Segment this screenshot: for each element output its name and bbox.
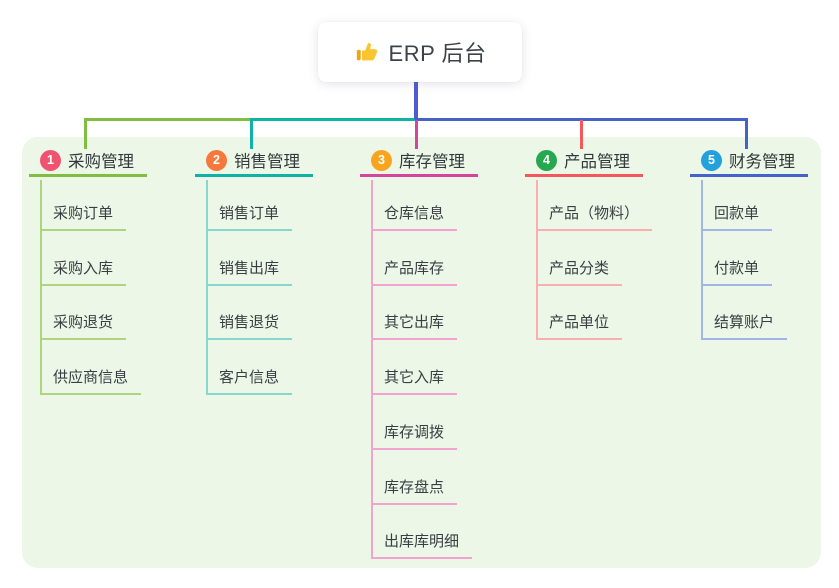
leaf-node-产品（物料）[interactable]: 产品（物料）	[536, 200, 653, 231]
leaf-node-销售退货[interactable]: 销售退货	[206, 309, 293, 341]
branch-subtree-line-4	[536, 180, 538, 341]
branch-node-销售管理[interactable]: 2 销售管理	[195, 146, 313, 177]
branch-number-badge: 4	[536, 149, 557, 171]
branch-node-库存管理[interactable]: 3 库存管理	[360, 146, 478, 177]
thumbs-up-icon	[354, 39, 380, 65]
leaf-node-产品库存[interactable]: 产品库存	[371, 255, 458, 286]
leaf-node-仓库信息[interactable]: 仓库信息	[371, 200, 458, 231]
branch-number-badge: 5	[701, 149, 722, 171]
branch-label-text: 采购管理	[68, 153, 134, 171]
leaf-node-采购订单[interactable]: 采购订单	[40, 200, 127, 231]
root-node-label: ERP 后台	[388, 41, 487, 66]
connector-bus-segment-teal	[250, 118, 415, 121]
connector-bus-segment-green	[84, 118, 250, 121]
branch-label-text: 销售管理	[234, 153, 300, 171]
branch-subtree-line-5	[701, 180, 703, 341]
leaf-node-其它入库[interactable]: 其它入库	[371, 364, 458, 396]
leaf-node-客户信息[interactable]: 客户信息	[206, 364, 293, 396]
branch-label-text: 财务管理	[729, 153, 795, 171]
leaf-node-结算账户[interactable]: 结算账户	[701, 309, 788, 341]
branch-label-text: 库存管理	[399, 153, 465, 171]
leaf-node-采购入库[interactable]: 采购入库	[40, 255, 127, 286]
branch-drop-line-2	[250, 120, 253, 149]
leaf-node-采购退货[interactable]: 采购退货	[40, 309, 127, 341]
branch-subtree-line-2	[206, 180, 208, 396]
leaf-node-销售订单[interactable]: 销售订单	[206, 200, 293, 231]
branch-number-badge: 3	[371, 149, 392, 171]
leaf-node-其它出库[interactable]: 其它出库	[371, 309, 458, 341]
branch-drop-line-1	[84, 120, 87, 149]
leaf-node-销售出库[interactable]: 销售出库	[206, 255, 293, 286]
leaf-node-出库库明细[interactable]: 出库库明细	[371, 528, 473, 560]
branch-drop-line-4	[580, 120, 583, 149]
branch-subtree-line-3	[371, 180, 373, 560]
connector-bus-segment-blue	[415, 118, 748, 121]
branch-number-badge: 2	[206, 149, 227, 171]
leaf-node-回款单[interactable]: 回款单	[701, 200, 773, 231]
branch-node-财务管理[interactable]: 5 财务管理	[690, 146, 808, 177]
branch-node-采购管理[interactable]: 1 采购管理	[29, 146, 147, 177]
branch-label-text: 产品管理	[564, 153, 630, 171]
root-node-erp-backend[interactable]: ERP 后台	[318, 22, 522, 82]
branches-background-panel	[22, 137, 821, 568]
leaf-node-产品分类[interactable]: 产品分类	[536, 255, 623, 286]
branch-node-产品管理[interactable]: 4 产品管理	[525, 146, 643, 177]
leaf-node-产品单位[interactable]: 产品单位	[536, 309, 623, 341]
branch-number-badge: 1	[40, 149, 61, 171]
leaf-node-付款单[interactable]: 付款单	[701, 255, 773, 286]
leaf-node-供应商信息[interactable]: 供应商信息	[40, 364, 142, 396]
branch-subtree-line-1	[40, 180, 42, 396]
branch-drop-line-3	[415, 120, 418, 149]
root-stem-line	[414, 82, 418, 119]
leaf-node-库存调拨[interactable]: 库存调拨	[371, 419, 458, 450]
leaf-node-库存盘点[interactable]: 库存盘点	[371, 474, 458, 505]
branch-drop-line-5	[745, 120, 748, 149]
